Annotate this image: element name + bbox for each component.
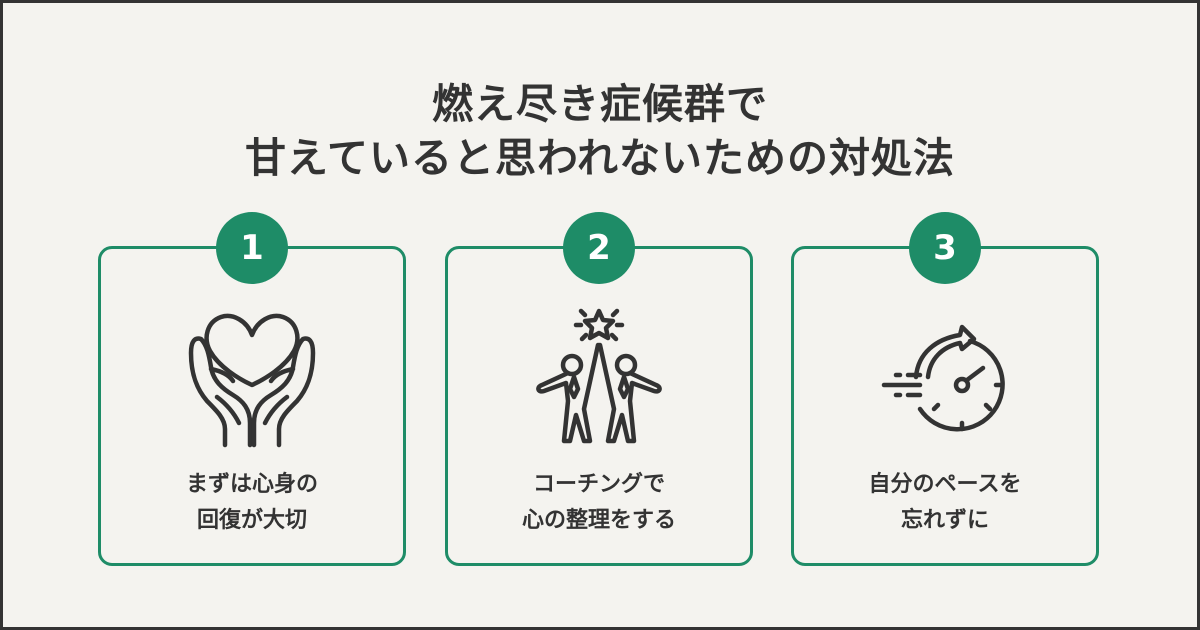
tip-label-line-2: 忘れずに bbox=[900, 508, 989, 533]
heart-in-hands-icon bbox=[177, 305, 327, 455]
tip-label: まずは心身の 回復が大切 bbox=[101, 467, 403, 539]
tip-label: 自分のペースを 忘れずに bbox=[794, 467, 1096, 539]
page-title: 燃え尽き症候群で 甘えていると思われないための対処法 bbox=[3, 77, 1197, 185]
tip-label: コーチングで 心の整理をする bbox=[448, 467, 750, 539]
title-line-2: 甘えていると思われないための対処法 bbox=[245, 134, 955, 182]
tip-card-3: 3 自分のペースを 忘れずに bbox=[791, 212, 1099, 566]
step-number-badge: 1 bbox=[216, 212, 288, 284]
tip-card-2: 2 コーチングで 心の整理をする bbox=[445, 212, 753, 566]
title-line-1: 燃え尽き症候群で bbox=[432, 80, 768, 128]
tip-label-line-1: 自分のペースを bbox=[868, 472, 1022, 497]
step-number-badge: 2 bbox=[563, 212, 635, 284]
tip-label-line-2: 心の整理をする bbox=[521, 508, 676, 533]
speed-clock-icon bbox=[870, 305, 1020, 455]
step-number-badge: 3 bbox=[909, 212, 981, 284]
infographic-canvas: 燃え尽き症候群で 甘えていると思われないための対処法 1 まずは心身の 回復が大… bbox=[3, 3, 1197, 627]
tip-label-line-1: まずは心身の bbox=[185, 472, 318, 497]
high-five-star-icon bbox=[524, 305, 674, 455]
tip-card-1: 1 まずは心身の 回復が大切 bbox=[98, 212, 406, 566]
tip-label-line-2: 回復が大切 bbox=[196, 508, 307, 533]
tip-label-line-1: コーチングで bbox=[532, 472, 665, 497]
